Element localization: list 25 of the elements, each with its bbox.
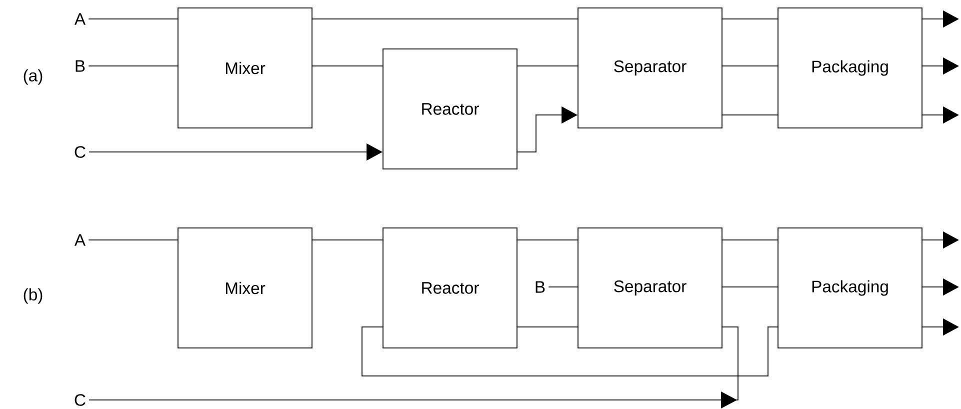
stream-label: B	[536, 281, 545, 293]
process-box: Mixer	[178, 8, 312, 128]
flow-line	[548, 286, 578, 288]
process-box: Packaging	[778, 8, 922, 128]
process-box: Packaging	[778, 228, 922, 348]
flow-line	[722, 114, 778, 116]
panel-label: (a)	[24, 69, 42, 85]
flow-line	[362, 326, 778, 376]
flow-line	[88, 18, 178, 20]
process-box: Separator	[578, 8, 722, 128]
flow-line	[312, 18, 578, 20]
stream-label: C	[74, 146, 86, 158]
process-box: Reactor	[382, 48, 518, 170]
process-box: Reactor	[382, 228, 518, 348]
panel-label: (b)	[24, 288, 42, 304]
flow-line	[722, 18, 778, 20]
stream-label: A	[74, 13, 86, 25]
flow-line	[517, 326, 578, 328]
process-box: Mixer	[178, 228, 312, 348]
process-box: Separator	[578, 228, 722, 348]
stream-label: B	[76, 60, 85, 72]
stream-label: A	[74, 234, 86, 246]
stream-label: C	[74, 394, 86, 406]
flow-line	[722, 286, 778, 288]
flow-arrow	[88, 326, 738, 408]
